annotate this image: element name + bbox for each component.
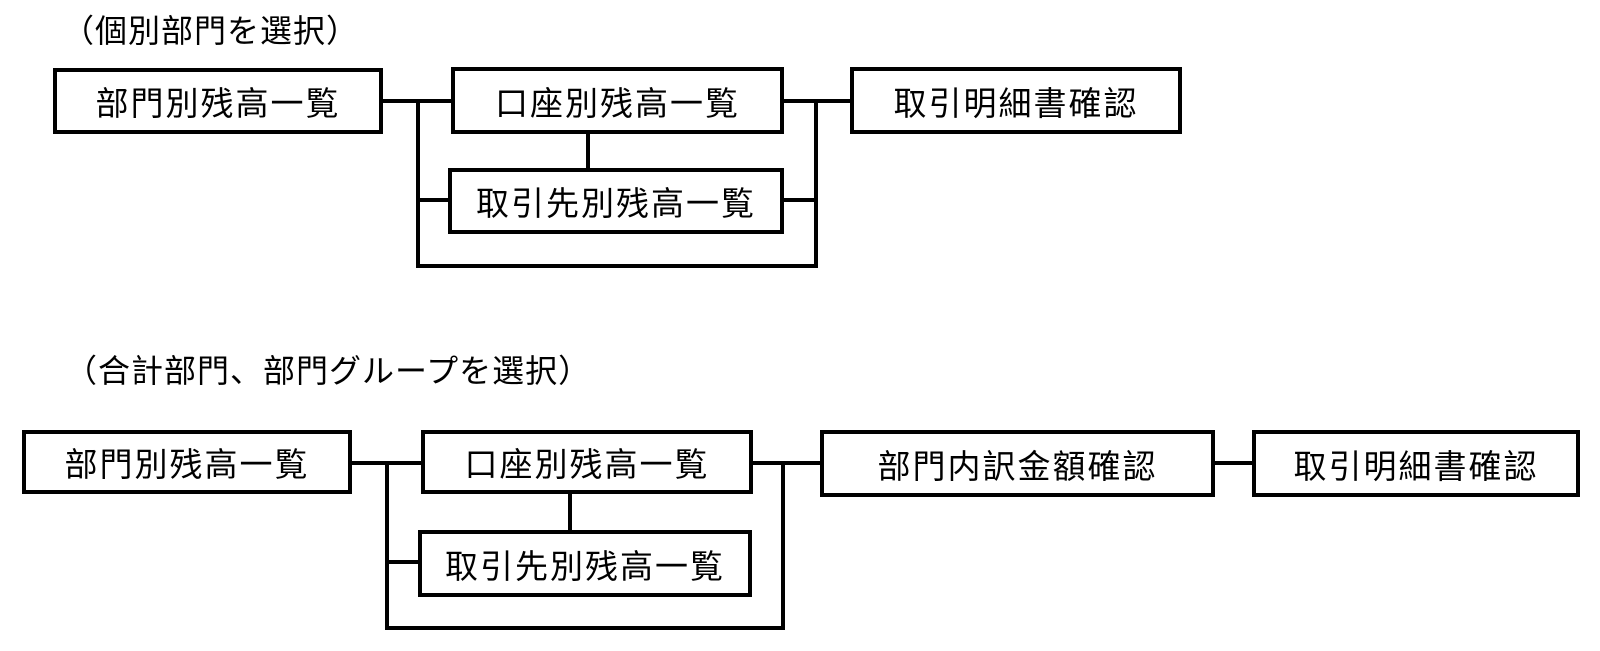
section-caption: （個別部門を選択） <box>62 13 360 49</box>
connector-line <box>586 134 590 168</box>
connector-line <box>1215 461 1252 465</box>
connector-line <box>814 99 818 268</box>
connector-line <box>568 494 572 530</box>
flow-box-label: 取引先別残高一覧 <box>476 187 756 223</box>
flow-box-label: 取引明細書確認 <box>1293 449 1539 486</box>
flow-box-label: 口座別残高一覧 <box>495 86 740 123</box>
flow-box-transaction-statement-confirm: 取引明細書確認 <box>1252 430 1580 497</box>
section-caption: （合計部門、部門グループを選択） <box>65 353 592 389</box>
flow-box-department-balance-list: 部門別残高一覧 <box>53 68 383 134</box>
connector-line <box>784 198 818 202</box>
connector-line <box>416 198 448 202</box>
flow-box-department-breakdown-amount-confirm: 部門内訳金額確認 <box>820 430 1215 497</box>
connector-line <box>416 99 420 268</box>
connector-line <box>385 560 418 564</box>
flow-box-label: 部門別残高一覧 <box>64 448 310 484</box>
connector-line <box>753 461 820 465</box>
flow-box-label: 取引明細書確認 <box>893 86 1139 123</box>
flow-box-label: 取引先別残高一覧 <box>445 549 725 586</box>
connector-line <box>385 626 785 630</box>
flow-box-transaction-statement-confirm: 取引明細書確認 <box>850 67 1182 134</box>
flow-box-counterparty-balance-list: 取引先別残高一覧 <box>418 530 752 597</box>
flow-box-label: 部門別残高一覧 <box>95 87 341 123</box>
flow-box-account-balance-list: 口座別残高一覧 <box>451 67 784 134</box>
connector-line <box>781 461 785 630</box>
connector-line <box>385 461 389 630</box>
flow-box-counterparty-balance-list: 取引先別残高一覧 <box>448 168 784 234</box>
flow-box-label: 部門内訳金額確認 <box>877 449 1158 486</box>
flow-box-account-balance-list: 口座別残高一覧 <box>421 430 753 494</box>
flow-box-department-balance-list: 部門別残高一覧 <box>22 430 352 494</box>
flow-box-label: 口座別残高一覧 <box>464 448 710 484</box>
connector-line <box>416 264 818 268</box>
